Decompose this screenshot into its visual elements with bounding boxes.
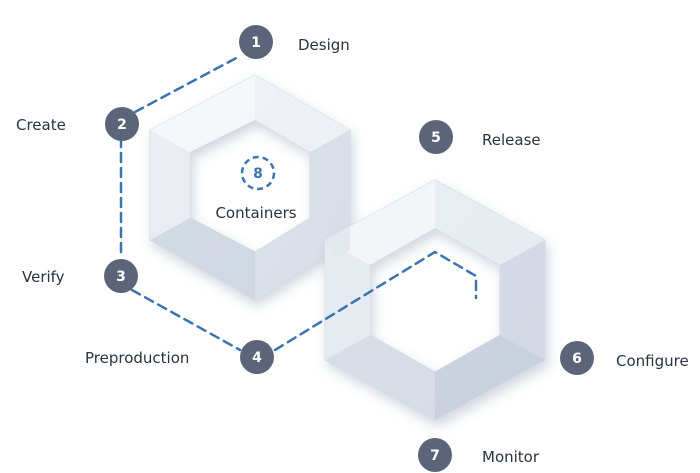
step-number: 3 — [116, 269, 126, 285]
step-release: 5 Release — [419, 120, 541, 154]
step-badge — [105, 107, 139, 141]
step-label: Verify — [22, 268, 65, 286]
step-create: 2 Create — [16, 107, 139, 141]
step-badge — [239, 25, 273, 59]
step-badge — [104, 259, 138, 293]
step-monitor: 7 Monitor — [418, 438, 540, 472]
ring-bridge — [325, 226, 350, 258]
step-badge — [418, 438, 452, 472]
step-label: Design — [298, 36, 350, 54]
step-number: 1 — [251, 35, 261, 51]
step-configure: 6 Configure — [560, 341, 689, 375]
dashed-flow-path — [119, 54, 478, 352]
dev-ring-segments — [150, 75, 350, 300]
step-verify: 3 Verify — [22, 259, 138, 293]
center-number: 8 — [253, 166, 263, 182]
step-badge — [419, 120, 453, 154]
step-badge — [240, 340, 274, 374]
step-label: Create — [16, 116, 66, 134]
step-number: 2 — [117, 117, 127, 133]
step-number: 6 — [572, 351, 582, 367]
step-number: 5 — [431, 130, 441, 146]
center-label: Containers — [215, 204, 296, 222]
step-preproduction: 4 Preproduction — [85, 340, 274, 374]
step-label: Configure — [616, 352, 689, 370]
step-label: Monitor — [482, 448, 540, 466]
step-label: Preproduction — [85, 349, 189, 367]
center-containers: 8 Containers — [215, 155, 297, 222]
step-badge — [560, 341, 594, 375]
step-design: 1 Design — [239, 25, 350, 59]
step-label: Release — [482, 131, 541, 149]
step-number: 4 — [252, 350, 262, 366]
ops-ring-segments — [325, 180, 545, 420]
center-dashed-circle — [240, 155, 276, 191]
step-number: 7 — [430, 448, 440, 464]
